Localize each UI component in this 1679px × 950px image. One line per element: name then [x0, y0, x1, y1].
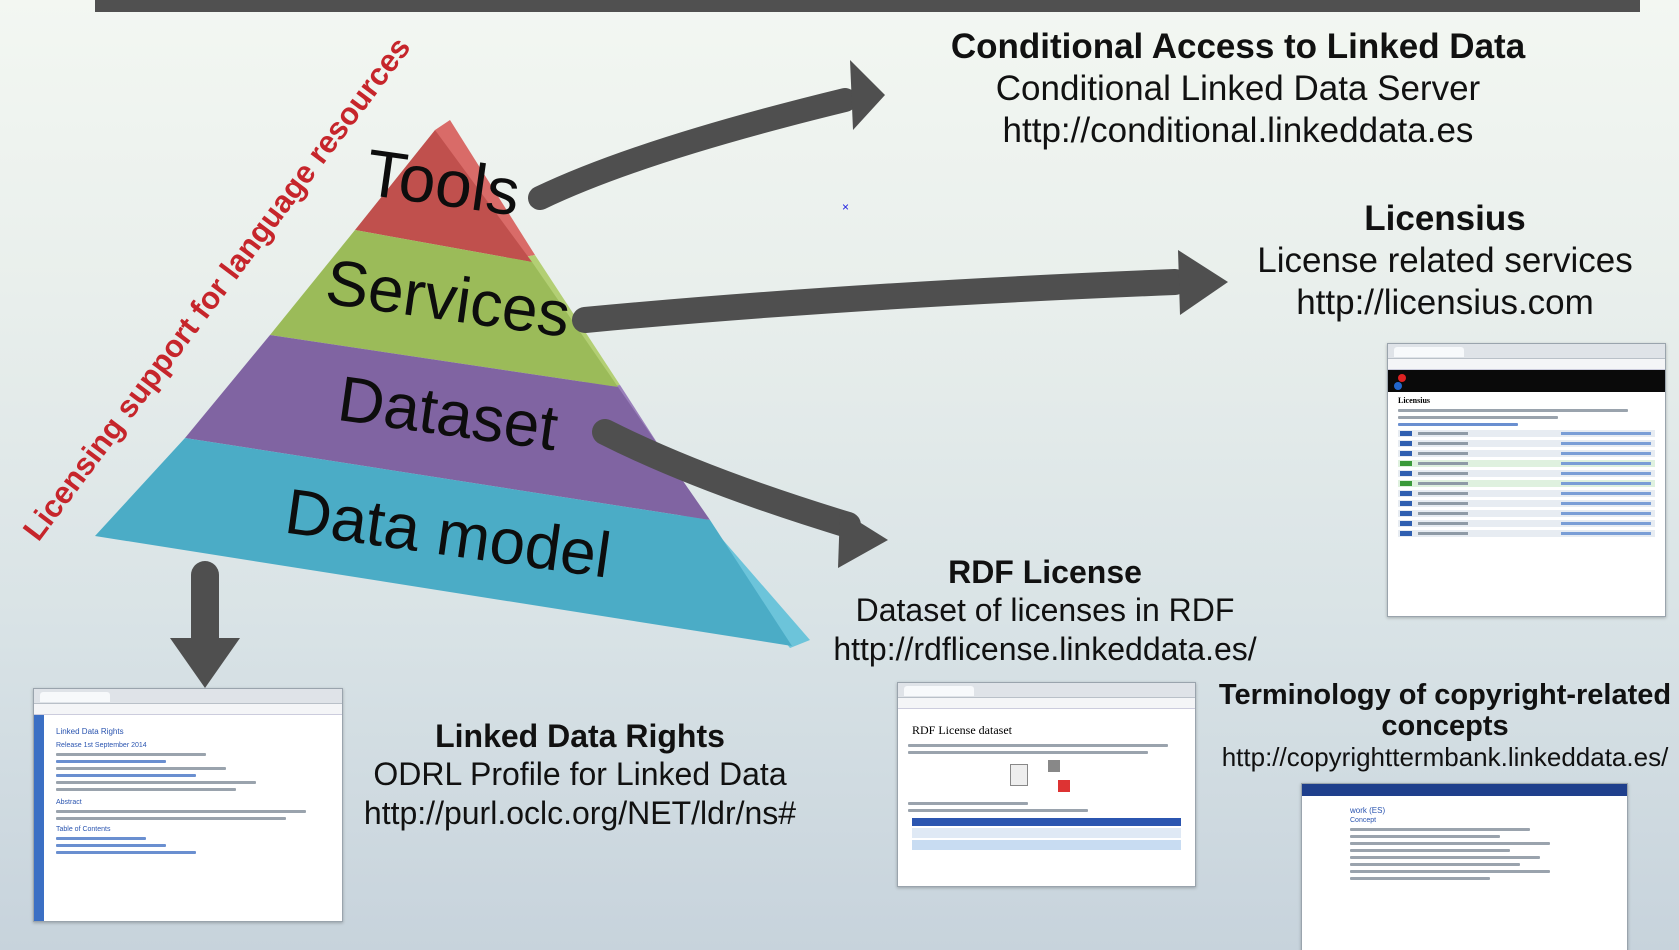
arrow-to-conditional-head	[850, 60, 885, 130]
address-bar	[1388, 359, 1665, 370]
arrow-to-licensius-head	[1178, 250, 1228, 315]
ldr-thumb-abstract: Abstract	[56, 799, 82, 806]
terminology-url[interactable]: http://copyrighttermbank.linkeddata.es/	[1221, 741, 1669, 772]
rdf-license-screenshot: RDF License dataset	[897, 682, 1196, 887]
site-navbar	[1302, 784, 1627, 796]
licensius-screenshot: Licensius	[1387, 343, 1666, 617]
terminology-thumb-sub: Concept	[1350, 817, 1377, 824]
rdf-license-subtitle: Dataset of licenses in RDF	[855, 592, 1235, 629]
address-bar	[898, 698, 1195, 709]
arrows	[170, 60, 1228, 688]
arrow-to-ldr-head	[170, 638, 240, 688]
licensius-subtitle: License related services	[1257, 241, 1633, 280]
arrow-to-licensius	[572, 269, 1188, 333]
pyramid-datamodel-face	[95, 438, 792, 646]
ldr-thumb-heading: Linked Data Rights	[56, 727, 124, 736]
pyramid-services-face	[270, 230, 618, 387]
ldr-subtitle: ODRL Profile for Linked Data	[373, 756, 787, 793]
terminology-block: Terminology of copyright-related concept…	[1215, 679, 1675, 772]
terminology-thumb-heading: work (ES)	[1350, 806, 1386, 815]
licensius-block: Licensius License related services http:…	[1225, 198, 1665, 324]
arrow-to-rdf-license	[592, 419, 861, 538]
rdf-thumb-heading: RDF License dataset	[912, 723, 1012, 737]
ldr-screenshot: Linked Data Rights Release 1st September…	[33, 688, 343, 922]
rdf-thumb-graph	[898, 758, 1195, 798]
rdf-license-title: RDF License	[948, 554, 1142, 590]
site-header	[1388, 370, 1665, 392]
conditional-title: Conditional Access to Linked Data	[950, 27, 1526, 66]
pyramid-tools-face	[355, 130, 532, 262]
ldr-thumb-release: Release 1st September 2014	[56, 742, 147, 749]
licensius-thumb-heading: Licensius	[1398, 396, 1431, 405]
ldr-side-strip	[34, 715, 44, 921]
ldr-thumb-toc: Table of Contents	[56, 826, 111, 833]
ldr-title: Linked Data Rights	[435, 718, 725, 754]
address-bar	[34, 704, 342, 715]
conditional-block: Conditional Access to Linked Data Condit…	[898, 26, 1578, 152]
terminology-title-line2: concepts	[1381, 710, 1509, 743]
top-bar	[95, 0, 1640, 12]
pyramid-tools-side	[435, 120, 535, 260]
browser-tabbar	[34, 689, 342, 704]
terminology-title-line1: Terminology of copyright-related	[1218, 679, 1672, 711]
terminology-screenshot: work (ES) Concept	[1301, 783, 1628, 950]
rdf-license-url[interactable]: http://rdflicense.linkeddata.es/	[833, 630, 1257, 667]
ldr-block: Linked Data Rights ODRL Profile for Link…	[355, 717, 805, 832]
rdf-license-block: RDF License Dataset of licenses in RDF h…	[800, 553, 1290, 668]
arrow-to-rdf-license-head	[838, 510, 888, 568]
arrow-to-conditional	[528, 88, 857, 210]
conditional-subtitle: Conditional Linked Data Server	[995, 69, 1481, 108]
licensius-title: Licensius	[1364, 199, 1526, 238]
browser-tabbar	[1388, 344, 1665, 359]
x-marker: ×	[842, 200, 850, 214]
ldr-url[interactable]: http://purl.oclc.org/NET/ldr/ns#	[363, 794, 797, 831]
browser-tabbar	[898, 683, 1195, 698]
licensius-url[interactable]: http://licensius.com	[1296, 283, 1594, 322]
conditional-url[interactable]: http://conditional.linkeddata.es	[1002, 111, 1474, 150]
pyramid-dataset-face	[185, 335, 710, 520]
